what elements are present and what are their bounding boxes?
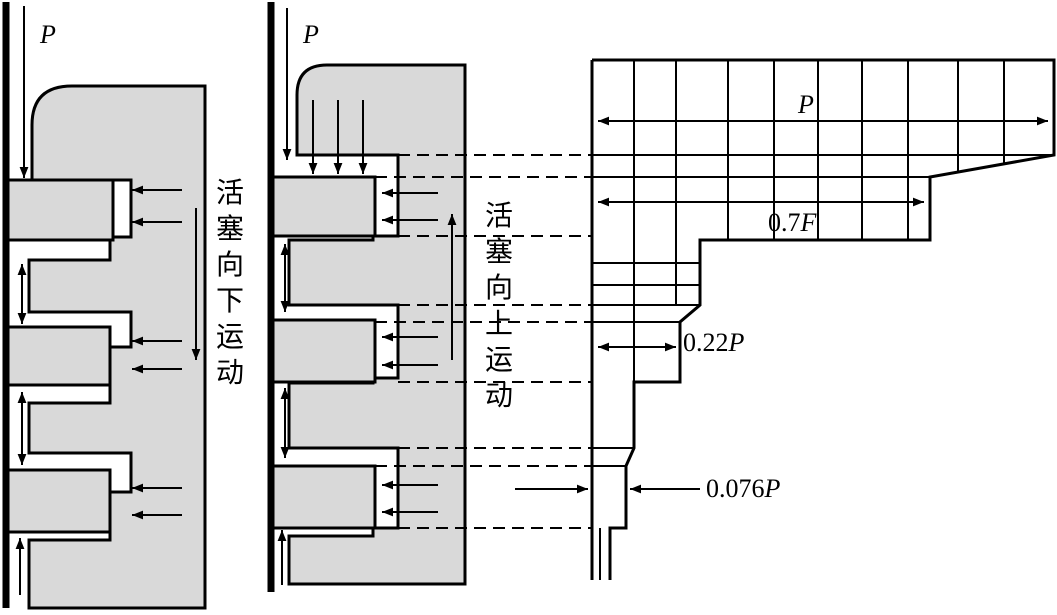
projection-lines [375,154,592,529]
caption-char: 上 [484,307,513,340]
caption-piston-up: 活 塞 向 上 运 动 [482,198,516,414]
caption-char: 塞 [484,235,513,268]
load-label-middle: P [303,20,319,49]
value-label-0-22P: 0.22P [683,330,744,356]
piston-down-assembly [2,2,207,610]
ring-middle-3 [271,464,377,530]
value-symbol: P [728,328,745,357]
caption-piston-down: 活 塞 向 下 运 动 [213,175,247,391]
value-symbol: P [764,474,781,503]
caption-char: 动 [484,379,513,412]
piston-up-assembly [267,2,467,592]
caption-char: 活 [484,199,513,232]
ring-left-1 [6,178,115,242]
caption-char: 塞 [215,212,244,245]
ring-middle-2 [271,318,377,384]
value-label-0-7F: 0.7F [768,210,816,236]
caption-char: 向 [215,248,244,281]
ring-middle-1 [271,175,377,238]
caption-char: 动 [215,356,244,389]
value-number: 0.22 [683,328,729,357]
load-label-left: P [40,20,56,49]
caption-char: 下 [215,284,244,317]
value-number: 0.7 [768,208,801,237]
value-label-0-076P: 0.076P [706,476,780,502]
value-symbol: F [800,208,817,237]
ring-left-3 [6,468,112,534]
pressure-envelope [590,58,1056,580]
caption-char: 运 [484,343,513,376]
value-number: 0.076 [706,474,765,503]
caption-char: 向 [484,271,513,304]
caption-char: 活 [215,176,244,209]
chart-load-label: P [795,92,817,118]
pressure-distribution-chart [515,58,1056,580]
caption-char: 运 [215,320,244,353]
ring-left-2 [6,325,112,387]
